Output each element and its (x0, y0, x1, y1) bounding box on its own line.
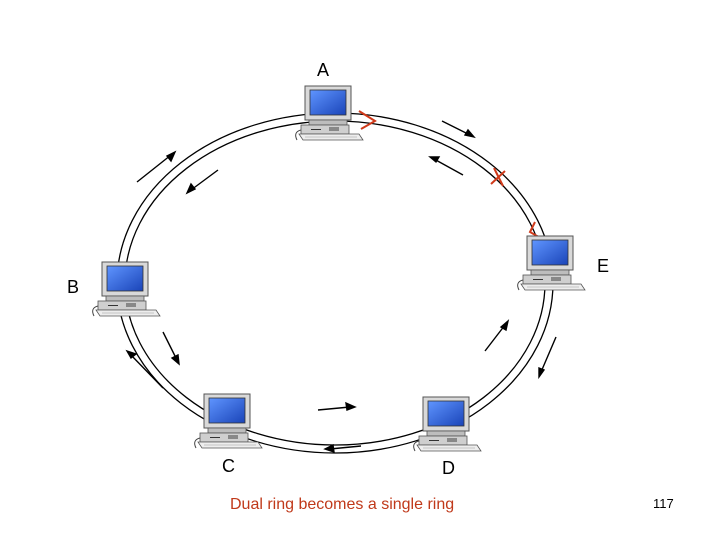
loopback-mark-a-angle-bracket-icon (358, 110, 377, 130)
node-label-d: D (442, 458, 455, 478)
node-b-desktop-computer-icon (92, 261, 161, 317)
page-number: 117 (653, 496, 674, 511)
node-label-e: E (597, 256, 610, 276)
arrow-icon-outer-bottom (323, 443, 362, 454)
arrow-icon-outer-top-right (441, 120, 476, 139)
break-x-icon (490, 167, 506, 187)
arrow-icon-outer-top-left (136, 150, 177, 183)
arrow-icon-inner-top-right (428, 156, 464, 176)
inner-ring (124, 120, 546, 446)
arrow-icon-inner-bottom (317, 401, 357, 411)
node-label-c: C (222, 456, 235, 476)
arrow-icon-outer-left (125, 349, 164, 389)
arrow-icon-inner-left (162, 331, 180, 366)
node-e-desktop-computer-icon (517, 235, 586, 291)
node-label-a: A (317, 60, 330, 80)
diagram-caption: Dual ring becomes a single ring (230, 496, 455, 513)
arrow-icon-inner-top-left (185, 169, 219, 195)
arrow-icon-inner-right (484, 319, 510, 352)
outer-ring (116, 112, 554, 454)
direction-arrows (125, 120, 557, 454)
arrow-icon-outer-right (538, 336, 557, 380)
node-d-desktop-computer-icon (413, 396, 482, 452)
node-label-b: B (67, 277, 80, 297)
